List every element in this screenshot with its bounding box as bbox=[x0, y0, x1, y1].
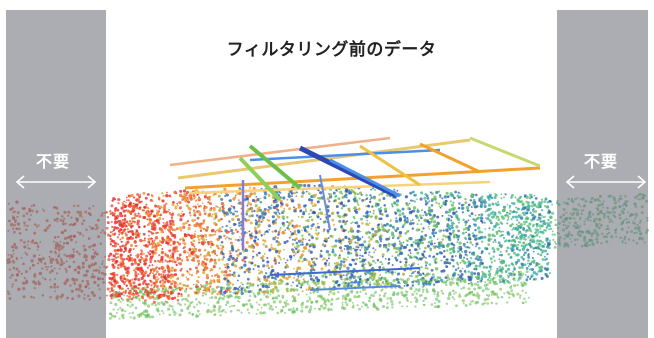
excluded-region-right bbox=[557, 10, 648, 338]
beam bbox=[319, 174, 331, 231]
roof-beams bbox=[169, 136, 541, 291]
scan-points bbox=[108, 183, 552, 300]
beam bbox=[298, 145, 397, 198]
beam bbox=[359, 144, 421, 187]
beam bbox=[419, 142, 481, 174]
double-arrow-icon bbox=[565, 175, 647, 189]
double-arrow-icon bbox=[15, 175, 97, 189]
beam bbox=[189, 180, 491, 195]
figure-title: フィルタリング前のデータ bbox=[226, 40, 437, 60]
image-frame bbox=[6, 10, 648, 338]
beam bbox=[269, 267, 421, 276]
beam bbox=[309, 285, 401, 291]
right-unneeded-label: 不要 bbox=[584, 152, 619, 171]
beam bbox=[169, 136, 391, 167]
beam bbox=[469, 136, 541, 168]
beam bbox=[249, 148, 441, 162]
beam bbox=[329, 158, 401, 198]
left-unneeded-label: 不要 bbox=[36, 152, 71, 171]
excluded-region-left bbox=[6, 10, 106, 338]
beam bbox=[238, 156, 282, 202]
beam bbox=[248, 144, 302, 190]
